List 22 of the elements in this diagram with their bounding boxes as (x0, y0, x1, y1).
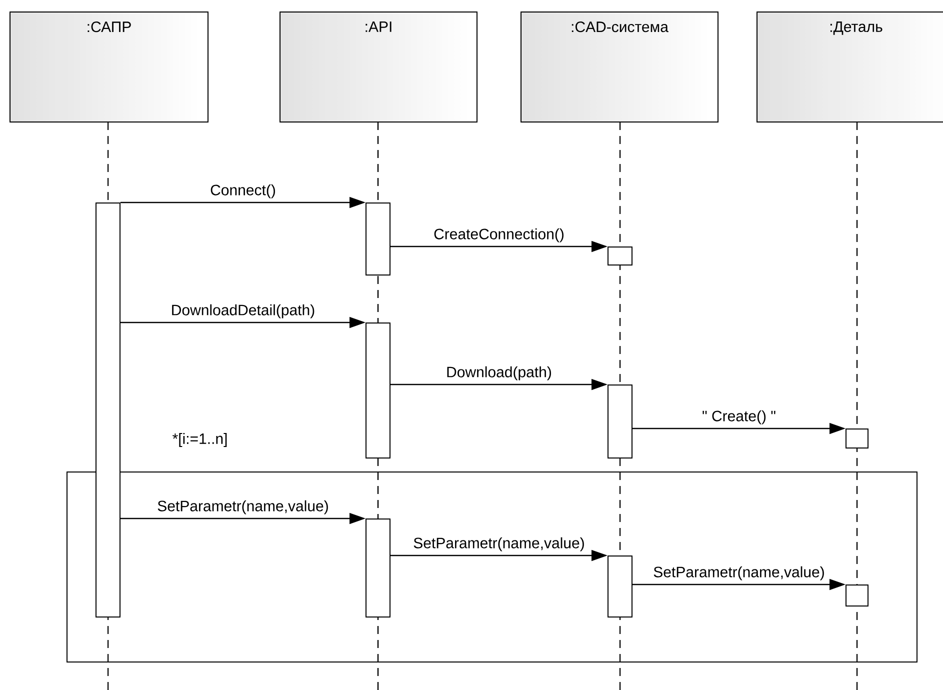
message-label: " Create() " (701, 409, 777, 426)
message-label: DownloadDetail(path) (170, 303, 316, 320)
lifeline-header: :САПР (10, 12, 208, 122)
activation-bar (366, 322, 390, 458)
activation-bar (608, 384, 632, 458)
message-label: SetParametr(name,value) (156, 499, 330, 516)
message-label: Download(path) (445, 365, 553, 382)
activation-bar (846, 584, 868, 606)
activation-bar (96, 202, 120, 618)
lifeline-header: :CAD-система (520, 12, 718, 122)
lifeline-header: :Деталь (756, 12, 943, 122)
message-label: CreateConnection() (432, 227, 566, 244)
message-label: SetParametr(name,value) (412, 536, 586, 552)
message-label: Connect() (209, 183, 277, 200)
message-label: SetParametr(name,value) (652, 565, 826, 582)
activation-bar (608, 556, 632, 618)
activation-bar (846, 428, 868, 448)
activation-bar (366, 202, 390, 276)
activation-bar (608, 246, 632, 266)
lifeline-header: :API (280, 12, 478, 122)
guard-label: *[i:=1..n] (172, 433, 227, 447)
activation-bar (366, 518, 390, 618)
